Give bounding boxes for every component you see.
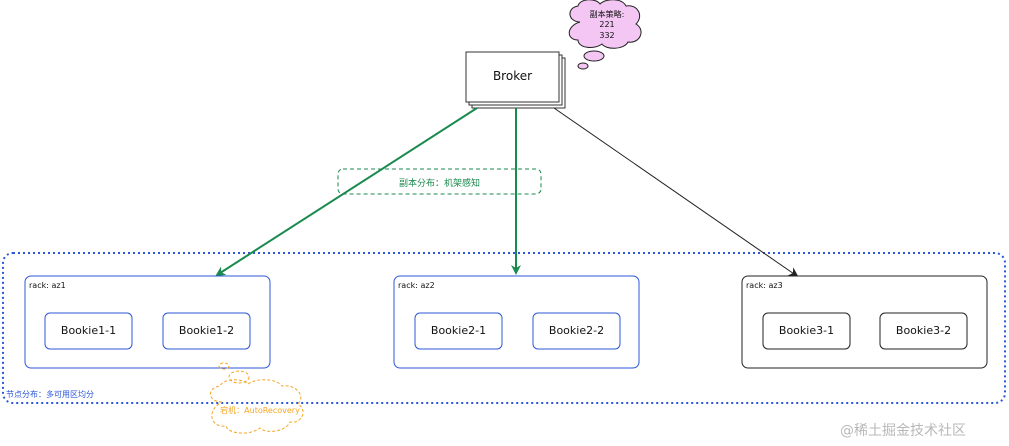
edge-label-box [337, 168, 542, 195]
bookie-label-2-2: Bookie2-2 [548, 324, 605, 337]
crash-note-label: 宕机：AutoRecovery [220, 406, 300, 415]
replica-policy-line2: 332 [599, 31, 615, 40]
bookie-box-3-1 [762, 312, 851, 350]
bookie-label-1-2: Bookie1-2 [178, 324, 235, 337]
replica-policy-title: 副本策略: [589, 10, 625, 19]
bookie-label-1-1: Bookie1-1 [60, 324, 117, 337]
arrow-broker-to-az3 [553, 107, 799, 278]
broker-label: Broker [492, 69, 533, 83]
bookie-label-3-2: Bookie3-2 [895, 324, 952, 337]
rack-label-az2: rack: az2 [398, 281, 435, 290]
bookie-box-2-2 [532, 312, 621, 350]
bookie-label-3-1: Bookie3-1 [778, 324, 835, 337]
watermark: @稀土掘金技术社区 [840, 423, 966, 439]
bookie-box-3-2 [879, 312, 968, 350]
rack-label-az3: rack: az3 [746, 281, 783, 290]
rack-label-az1: rack: az1 [29, 281, 66, 290]
bookie-box-1-2 [162, 312, 251, 350]
replica-policy-line1: 221 [599, 20, 615, 29]
bookie-label-2-1: Bookie2-1 [430, 324, 487, 337]
edge-label: 副本分布：机架感知 [398, 179, 480, 189]
crash-cloud [210, 362, 304, 434]
replica-policy-cloud [568, 0, 642, 70]
bookie-box-2-1 [414, 312, 503, 350]
zone-boundary [2, 252, 1006, 404]
broker-box [465, 51, 560, 103]
arrow-broker-to-az1 [215, 107, 478, 277]
bookie-box-1-1 [44, 312, 133, 350]
node-distribution-label: 节点分布：多可用区均分 [6, 390, 94, 399]
